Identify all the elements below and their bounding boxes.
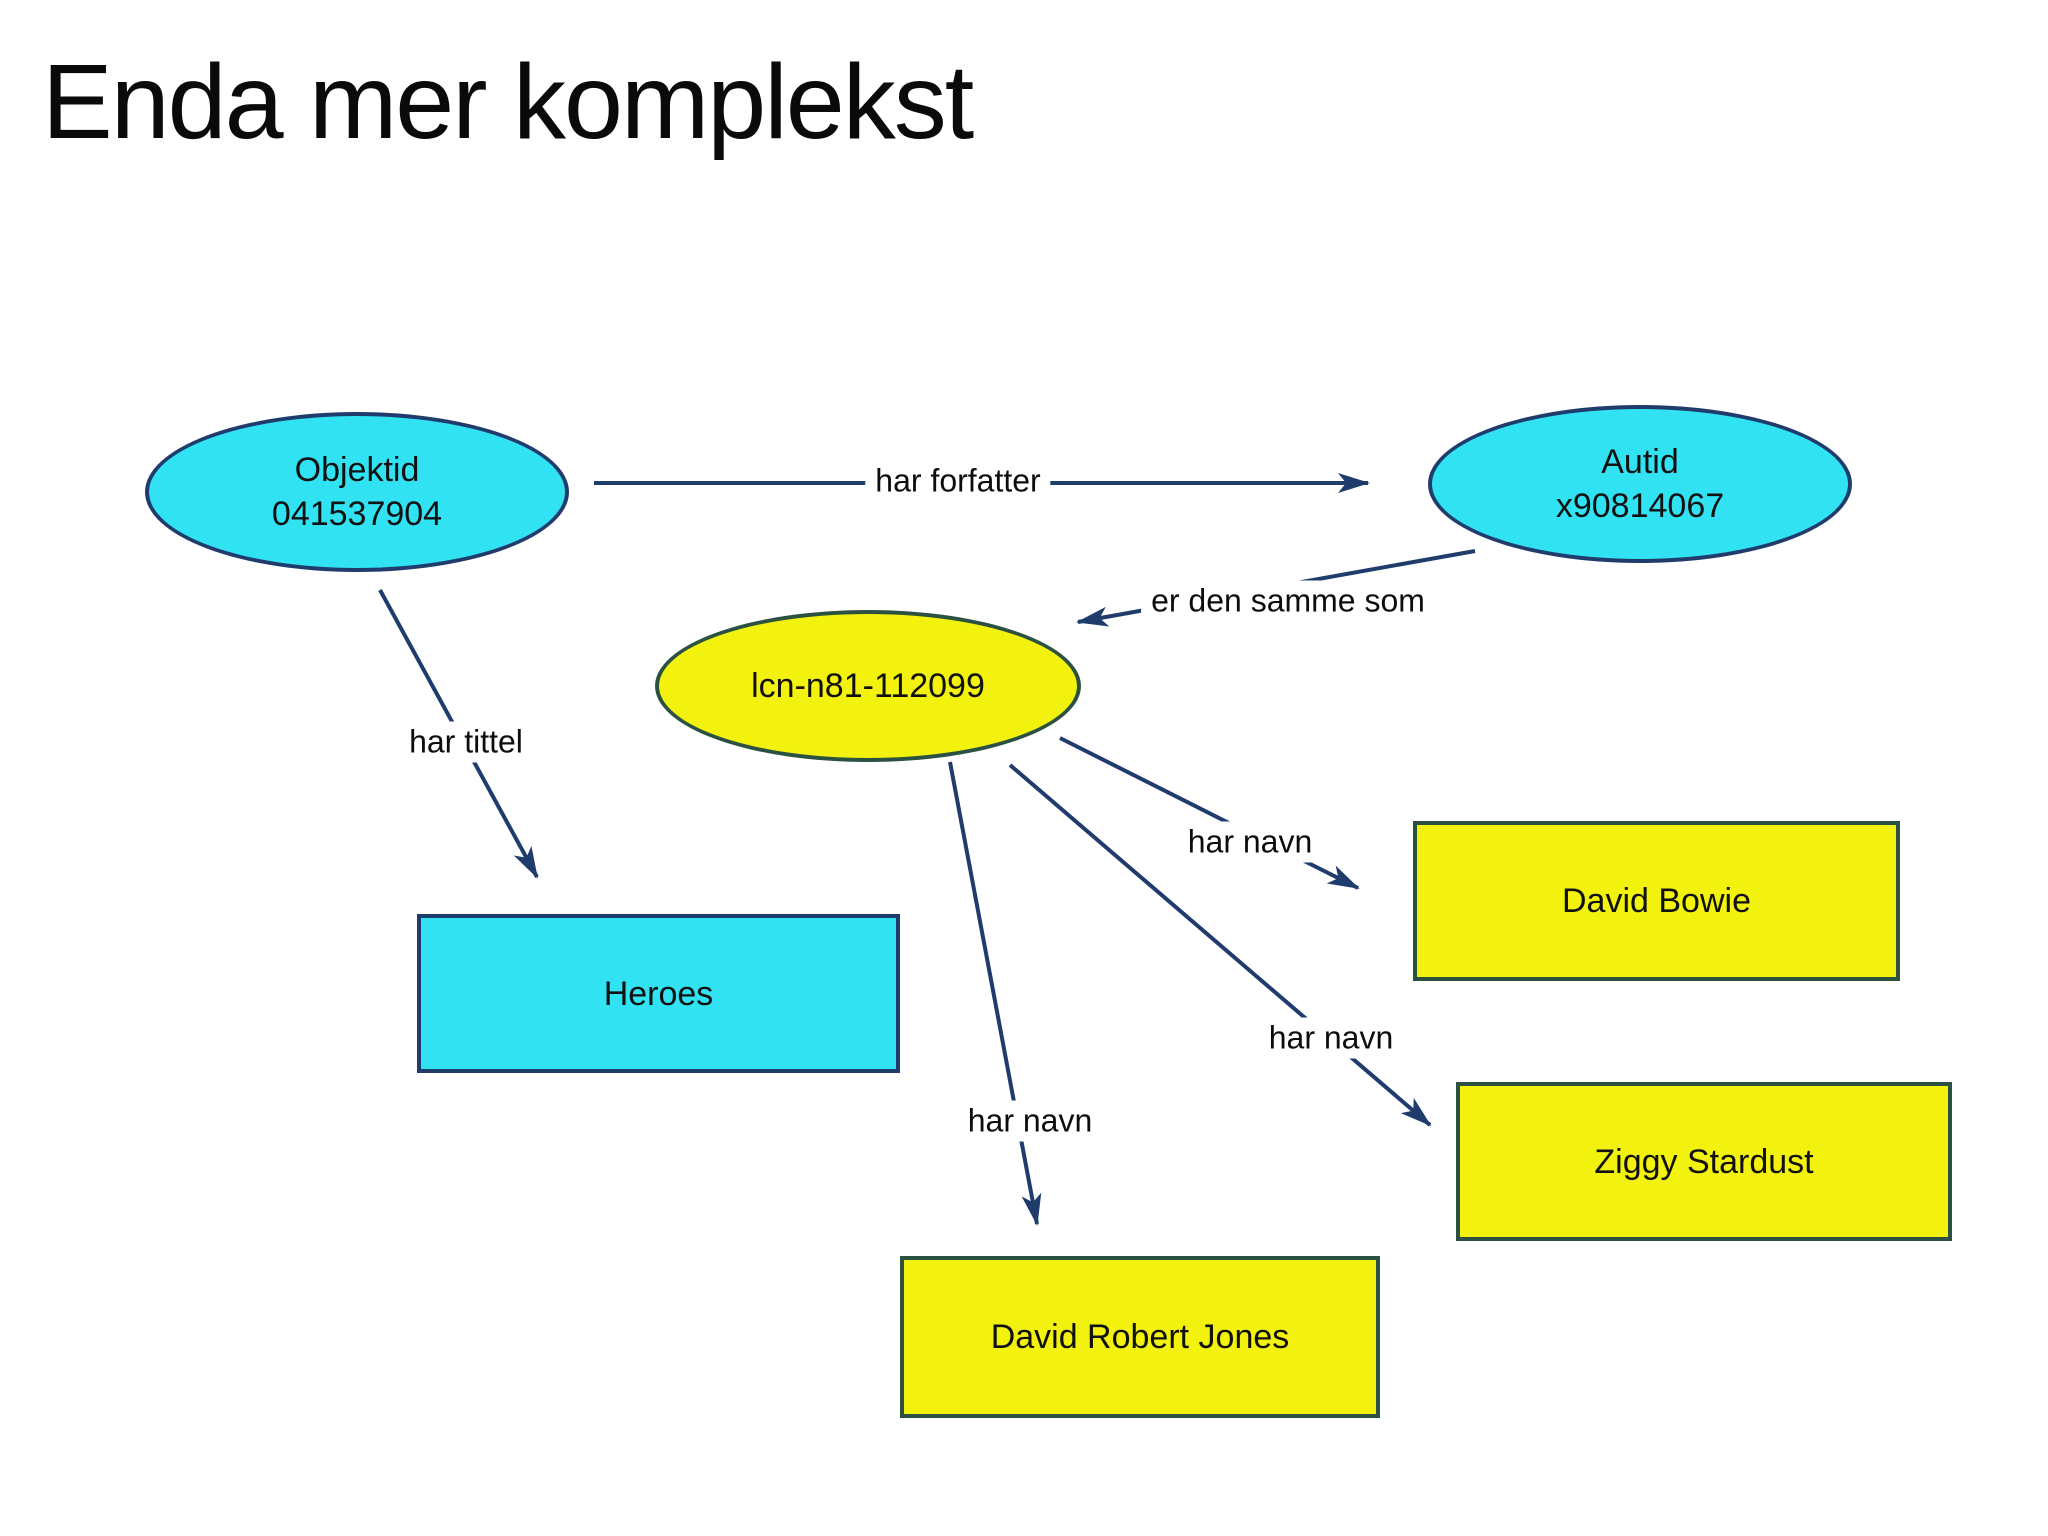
edge-label-har-tittel: har tittel [399, 721, 533, 763]
edge-label-har-navn-jones: har navn [957, 1100, 1103, 1142]
edge-label-har-navn-bowie: har navn [1177, 821, 1323, 863]
node-autid-label-line1: Autid [1601, 443, 1679, 481]
node-objektid-label-line2: 041537904 [271, 495, 443, 533]
edge-label-har-navn-ziggy: har navn [1258, 1017, 1404, 1059]
node-david-robert-jones: David Robert Jones [900, 1256, 1380, 1418]
node-ziggy-stardust-label: Ziggy Stardust [1594, 1142, 1814, 1181]
node-autid: Autid x90814067 [1428, 405, 1852, 563]
node-david-robert-jones-label: David Robert Jones [990, 1318, 1290, 1356]
slide-title: Enda mer komplekst [42, 43, 974, 161]
node-heroes-label: Heroes [603, 974, 714, 1013]
node-david-bowie: David Bowie [1413, 821, 1900, 981]
node-objektid: Objektid 041537904 [145, 412, 569, 572]
edge-har-navn-ziggy-line [1008, 763, 1432, 1127]
edge-label-er-den-samme-som: er den samme som [1141, 580, 1435, 622]
node-autid-label-line2: x90814067 [1555, 487, 1725, 525]
node-objektid-label-line1: Objektid [294, 451, 420, 489]
node-heroes: Heroes [417, 914, 900, 1073]
edge-har-navn-bowie-line [1059, 736, 1360, 890]
node-lcn-label: lcn-n81-112099 [751, 667, 985, 705]
node-david-bowie-label: David Bowie [1562, 882, 1751, 920]
node-ziggy-stardust: Ziggy Stardust [1456, 1082, 1952, 1241]
edge-label-har-forfatter: har forfatter [865, 460, 1051, 502]
edge-har-navn-jones-line [948, 761, 1042, 1226]
node-lcn-authority: lcn-n81-112099 [655, 610, 1081, 762]
